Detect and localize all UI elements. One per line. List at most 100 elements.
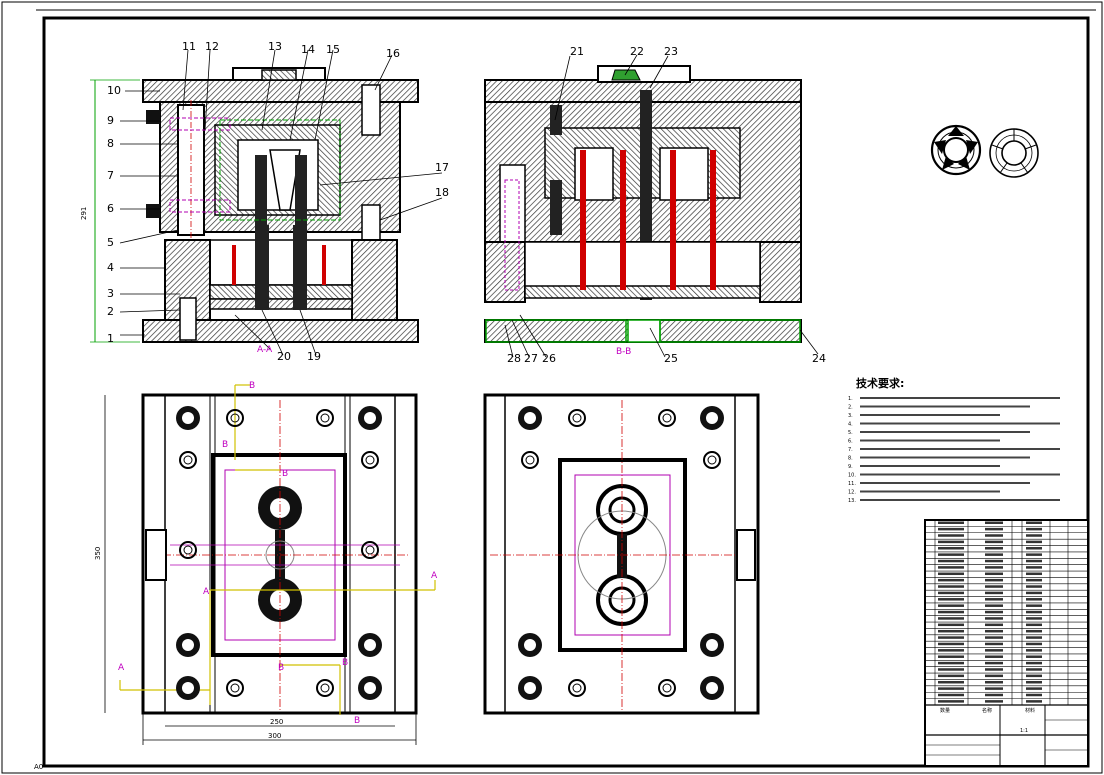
tech-requirement-item: 9. xyxy=(848,464,853,470)
dimension-width-outer: 300 xyxy=(268,732,281,740)
bom-row-text xyxy=(985,566,1003,569)
part-label: 10 xyxy=(107,84,121,97)
plan-view-holes xyxy=(176,406,382,700)
bom-row-text xyxy=(1026,623,1042,627)
part-label: 7 xyxy=(107,169,114,182)
inner-border xyxy=(42,16,1090,768)
bom-row-text xyxy=(985,598,1003,601)
view-marker-a: A xyxy=(203,587,210,597)
bom-row-text xyxy=(938,572,964,576)
bom-row-text xyxy=(1026,604,1042,607)
bom-row-text xyxy=(1026,655,1042,658)
bom-row-text xyxy=(938,623,964,627)
screw-hole xyxy=(361,451,379,469)
bom-row-text xyxy=(938,540,964,544)
title-block-material: 材料 xyxy=(1025,707,1035,714)
bom-row-text xyxy=(938,598,964,601)
aa-part-numbers: 1 2 3 4 5 6 7 8 9 10 11 12 13 14 15 16 1… xyxy=(80,40,449,363)
bom-row-text xyxy=(1026,700,1042,703)
bom-row-text xyxy=(938,649,964,652)
screw-hole xyxy=(230,683,240,693)
tech-requirement-item: 5. xyxy=(848,430,853,436)
screw-hole xyxy=(365,455,375,465)
part-label: 23 xyxy=(664,45,678,58)
bolt-hole xyxy=(182,682,194,694)
bom-row-text xyxy=(938,661,964,665)
section-label-aa: A-A xyxy=(257,345,273,355)
bom-row-text xyxy=(938,553,964,556)
bom-row-text xyxy=(938,578,964,582)
part-label: 24 xyxy=(812,352,826,365)
bom-row-text xyxy=(985,642,1003,646)
bom-row-text xyxy=(1026,566,1042,569)
bom-row-text xyxy=(1026,636,1042,639)
part-label: 4 xyxy=(107,261,114,274)
bom-row-text xyxy=(1026,680,1042,684)
bom-row-text xyxy=(938,591,964,595)
bom-row-text xyxy=(985,547,1003,550)
bom-row-text xyxy=(985,623,1003,627)
plan-view-fixed-holes xyxy=(518,406,724,700)
screw-hole xyxy=(183,455,193,465)
bom-row-text xyxy=(985,629,1003,633)
section-bb-view xyxy=(484,65,802,343)
bom-row-text xyxy=(1026,649,1042,652)
part-label: 5 xyxy=(107,236,114,249)
aa-leaders xyxy=(119,49,443,356)
bom-row-text xyxy=(938,547,964,550)
part-label: 28 xyxy=(507,352,521,365)
bom-row-text xyxy=(985,617,1003,620)
part-label: 9 xyxy=(107,114,114,127)
bom-row-text xyxy=(985,700,1003,703)
screw-hole xyxy=(572,683,582,693)
bom-row-text xyxy=(938,687,964,690)
screw-hole xyxy=(658,679,676,697)
part-label: 2 xyxy=(107,305,114,318)
tech-requirement-item: 8. xyxy=(848,456,853,462)
screw-hole xyxy=(525,455,535,465)
bom-row-text xyxy=(985,591,1003,595)
screw-hole xyxy=(226,409,244,427)
screw-hole xyxy=(572,413,582,423)
bom-row-text xyxy=(1026,668,1042,671)
bom-row-text xyxy=(985,585,1003,588)
part-label: 6 xyxy=(107,202,114,215)
screw-hole xyxy=(568,409,586,427)
part-label: 11 xyxy=(182,40,196,53)
bom-row-text xyxy=(1026,629,1042,633)
bom-row-text xyxy=(938,680,964,684)
bom-row-text xyxy=(938,566,964,569)
bom-row-text xyxy=(985,534,1003,537)
bolt-hole xyxy=(364,639,376,651)
bom-row-text xyxy=(938,700,964,703)
bom-row-text xyxy=(1026,527,1042,531)
part-label: 12 xyxy=(205,40,219,53)
bom-row-text xyxy=(938,636,964,639)
bolt-hole xyxy=(706,639,718,651)
screw-hole xyxy=(568,679,586,697)
bom-row-text xyxy=(1026,521,1042,524)
bom-row-text xyxy=(938,668,964,671)
bom-row-text xyxy=(985,572,1003,576)
view-marker-a: A xyxy=(431,571,438,581)
view-marker-b: B xyxy=(342,658,348,668)
screw-hole xyxy=(316,679,334,697)
bom-row-text xyxy=(985,655,1003,658)
bom-row-text xyxy=(938,642,964,646)
title-block-qty: 数量 xyxy=(940,707,950,714)
part-label: 16 xyxy=(386,47,400,60)
part-label: 19 xyxy=(307,350,321,363)
bom-row-text xyxy=(1026,559,1042,563)
bom-row-text xyxy=(985,553,1003,556)
screw-hole xyxy=(320,683,330,693)
bom-row-text xyxy=(985,649,1003,652)
bom-row-text xyxy=(985,604,1003,607)
part-label: 15 xyxy=(326,43,340,56)
bom-row-text xyxy=(938,693,964,697)
bolt-hole xyxy=(706,412,718,424)
bolt-hole xyxy=(524,682,536,694)
part-label: 27 xyxy=(524,352,538,365)
bom-row-text xyxy=(985,661,1003,665)
screw-hole xyxy=(521,451,539,469)
